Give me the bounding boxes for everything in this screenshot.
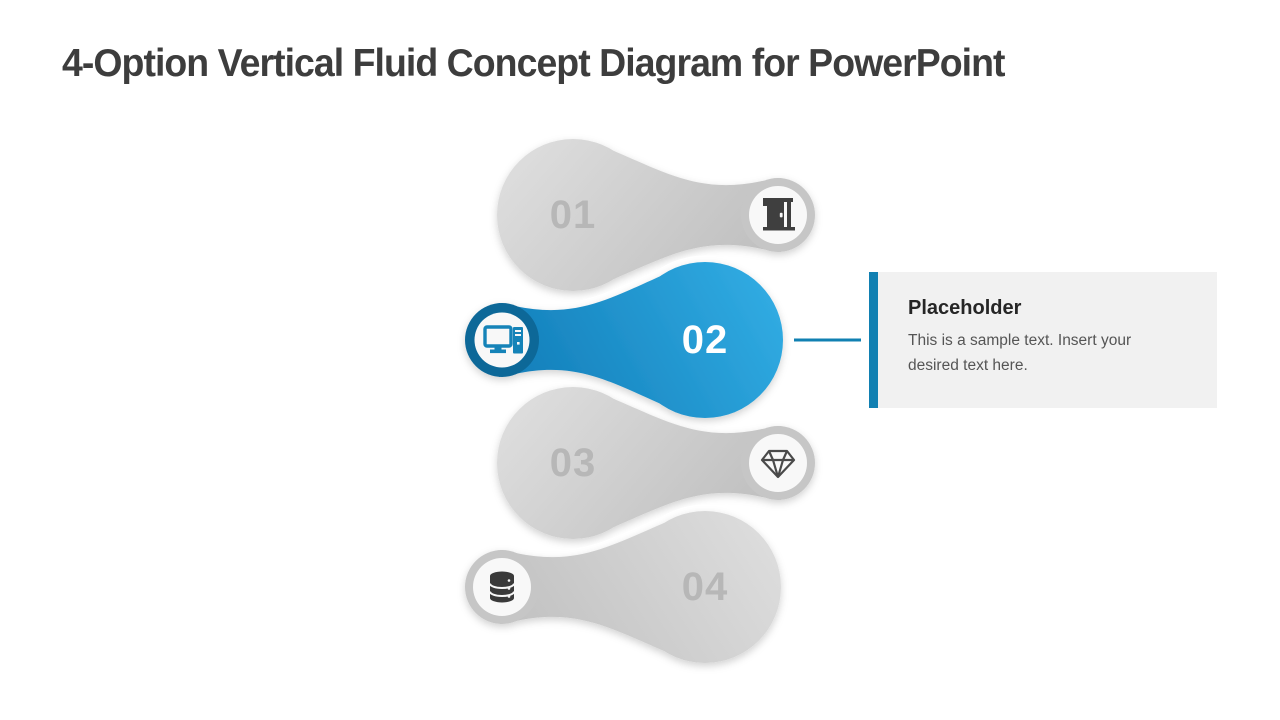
open-door-icon [763,198,795,231]
callout-title: Placeholder [908,297,1022,319]
callout-box[interactable]: Placeholder This is a sample text. Inser… [869,272,1217,408]
option-3-body [497,387,815,539]
option-2-body [465,262,783,418]
option-1-number: 01 [550,193,597,237]
option-3-shape[interactable]: 03 [490,380,822,546]
database-icon [489,571,515,603]
slide-title: 4-Option Vertical Fluid Concept Diagram … [62,42,1005,85]
option-2-number: 02 [682,318,729,362]
option-1-shape[interactable]: 01 [490,132,822,298]
desktop-computer-icon [483,325,523,354]
option-4-number: 04 [682,565,729,609]
option-2-shape[interactable]: 02 [458,255,790,425]
diamond-icon [760,449,796,479]
option-4-body [465,511,781,663]
option-3-number: 03 [550,441,597,485]
option-4-shape[interactable]: 04 [458,504,788,670]
callout-body: This is a sample text. Insert your desir… [908,332,1132,374]
